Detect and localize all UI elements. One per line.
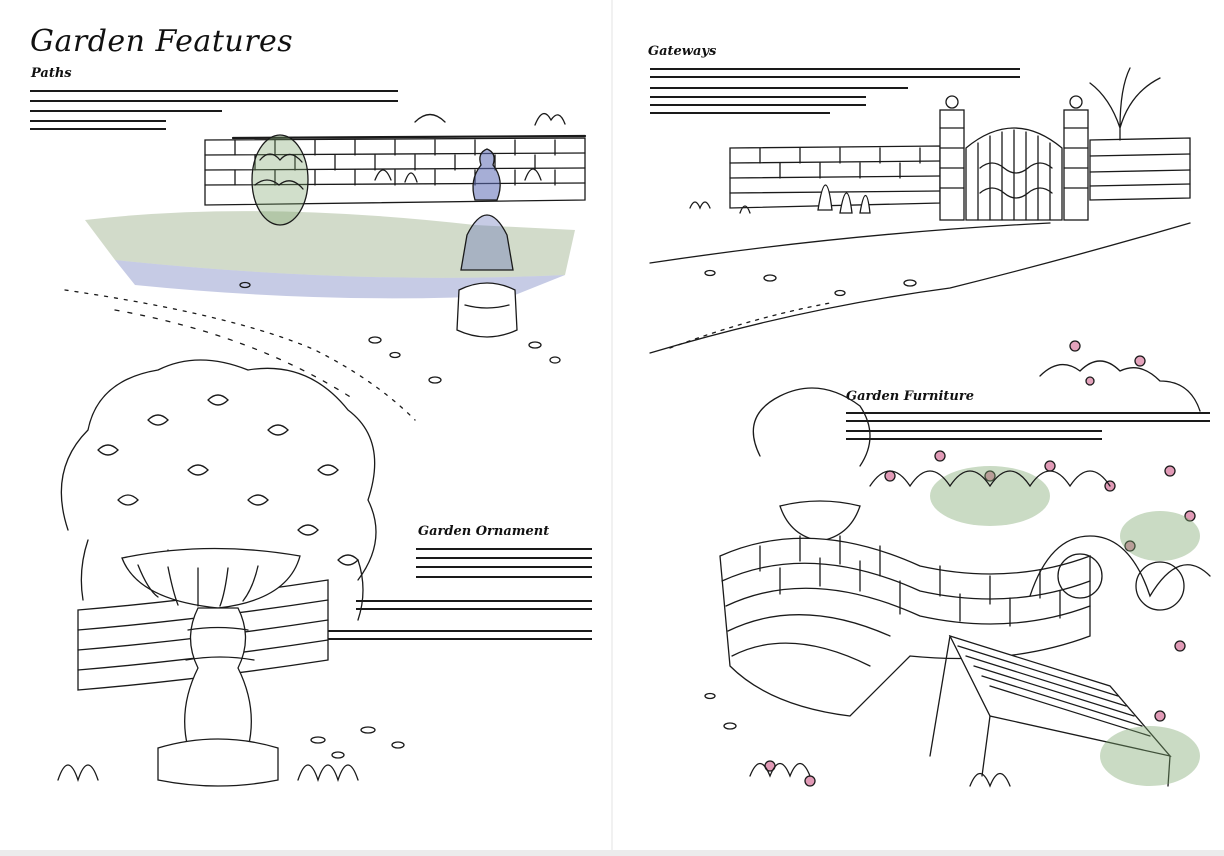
gateways-illustration (649, 67, 1191, 354)
writing-line (846, 412, 1210, 414)
writing-line (650, 96, 866, 98)
writing-line (296, 630, 592, 632)
paths-illustration (64, 113, 587, 421)
section-label-gateways: Gateways (648, 44, 717, 59)
garden-ornament-illustration (57, 359, 405, 787)
writing-line (30, 110, 222, 112)
section-label-garden-furniture: Garden Furniture (846, 389, 974, 404)
writing-line (846, 420, 1210, 422)
writing-line (416, 548, 592, 550)
writing-line (650, 104, 866, 106)
writing-line (416, 557, 592, 559)
writing-line (356, 600, 592, 602)
writing-line (650, 68, 1020, 70)
garden-furniture-illustration (704, 340, 1211, 788)
writing-line (30, 120, 166, 122)
writing-line (846, 438, 1102, 440)
page-fold (611, 0, 613, 856)
section-label-garden-ornament: Garden Ornament (418, 524, 550, 539)
writing-line (650, 112, 830, 114)
writing-line (650, 87, 908, 89)
writing-line (30, 90, 398, 92)
writing-line (296, 638, 592, 640)
writing-line (30, 100, 398, 102)
writing-line (30, 128, 166, 130)
writing-line (416, 566, 592, 568)
writing-line (846, 430, 1102, 432)
writing-line (416, 576, 592, 578)
section-label-paths: Paths (31, 66, 72, 81)
writing-line (356, 608, 592, 610)
writing-line (650, 76, 1020, 78)
page-title: Garden Features (30, 24, 294, 59)
page-bottom-edge (0, 850, 1224, 856)
